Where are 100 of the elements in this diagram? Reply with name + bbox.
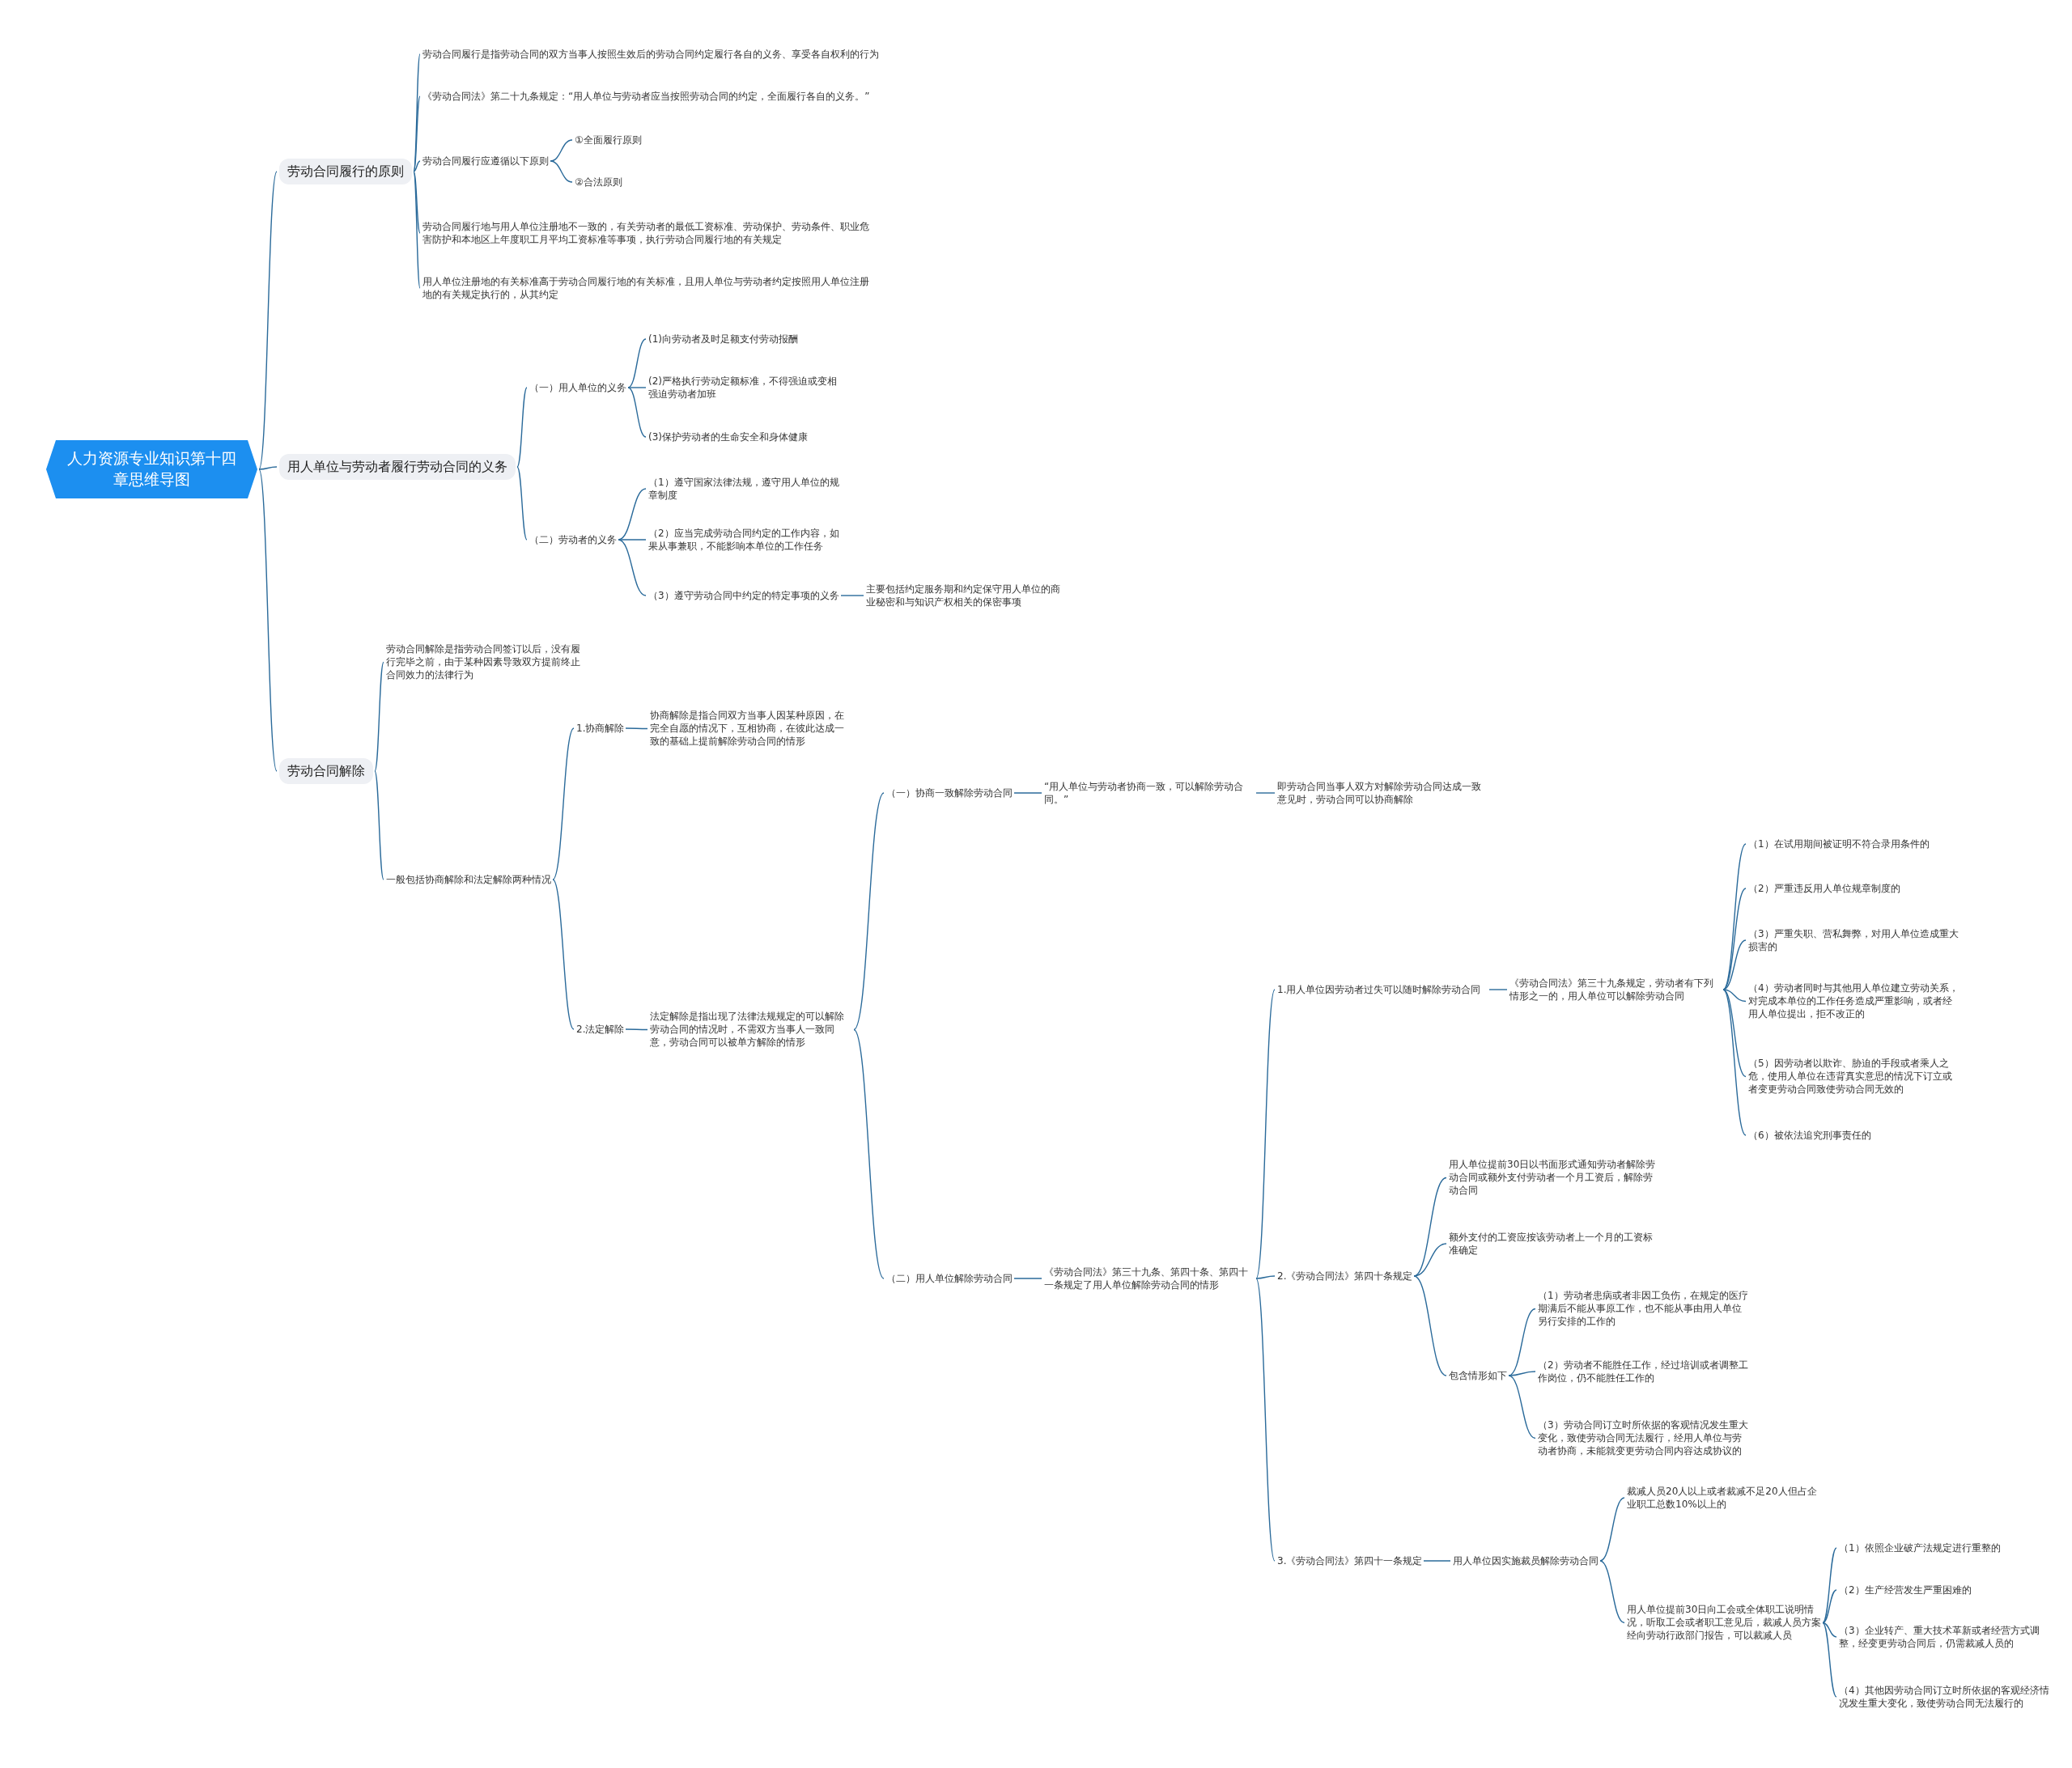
subtopic-text: 1.协商解除 <box>576 722 625 736</box>
connector-line <box>413 171 421 234</box>
subtopic-text: （4）其他因劳动合同订立时所依据的客观经济情况发生重大变化，致使劳动合同无法履行的 <box>1839 1684 2051 1711</box>
connector-line <box>1013 792 1042 794</box>
subtopic-text: 协商解除是指合同双方当事人因某种原因，在完全自愿的情况下，互相协商，在彼此达成一致的基础上提前解除劳动合同的情形 <box>650 708 852 748</box>
subtopic-text: 1.用人单位因劳动者过失可以随时解除劳动合同 <box>1277 983 1488 997</box>
connector-line <box>374 661 384 772</box>
connector-line <box>1822 1547 1837 1624</box>
connector-line <box>1722 843 1747 990</box>
subtopic-text: （3）劳动合同订立时所依据的客观情况发生重大变化，致使劳动合同无法履行，经用人单位与劳动者协商，未能就变更劳动合同内容达成协议的 <box>1538 1418 1750 1458</box>
subtopic-text: （6）被依法追究刑事责任的 <box>1748 1129 1871 1143</box>
connector-line <box>552 879 575 1030</box>
subtopic-text: ①全面履行原则 <box>575 134 642 147</box>
subtopic-text: “用人单位与劳动者协商一致，可以解除劳动合同。” <box>1044 780 1255 807</box>
subtopic-text: 法定解除是指出现了法律法规规定的可以解除劳动合同的情况时，不需双方当事人一致同意，劳动合同可以被单方解除的情形 <box>650 1009 852 1049</box>
subtopic-text: 劳动合同履行应遵循以下原则 <box>422 155 549 168</box>
connector-line <box>374 770 384 880</box>
connector-line <box>1255 1278 1276 1562</box>
connector-line <box>1255 792 1276 794</box>
subtopic-text: （二）用人单位解除劳动合同 <box>886 1272 1013 1286</box>
subtopic-text: （4）劳动者同时与其他用人单位建立劳动关系，对完成本单位的工作任务造成严重影响，或者经用人单位提出，拒不改正的 <box>1748 981 1960 1021</box>
subtopic-text: （1）遵守国家法律法规，遵守用人单位的规章制度 <box>648 476 839 502</box>
connector-line <box>627 387 647 438</box>
subtopic-text: 《劳动合同法》第三十九条规定，劳动者有下列情形之一的，用人单位可以解除劳动合同 <box>1509 977 1722 1003</box>
connector-line <box>550 160 573 183</box>
subtopic-text: 2.《劳动合同法》第四十条规定 <box>1277 1270 1413 1283</box>
subtopic-text: 《劳动合同法》第三十九条、第四十条、第四十一条规定了用人单位解除劳动合同的情形 <box>1044 1266 1255 1292</box>
connector-line <box>1599 1497 1625 1562</box>
connector-line <box>1488 989 1508 990</box>
subtopic-text: 用人单位因实施裁员解除劳动合同 <box>1453 1554 1599 1568</box>
connector-line <box>258 468 278 772</box>
connector-line <box>625 727 648 730</box>
subtopic-text: 额外支付的工资应按该劳动者上一个月的工资标准确定 <box>1449 1231 1661 1257</box>
connector-line <box>1413 1243 1447 1277</box>
subtopic-text: （1）依照企业破产法规定进行重整的 <box>1839 1541 2001 1555</box>
subtopic-text: ②合法原则 <box>575 176 622 189</box>
subtopic-text: 即劳动合同当事人双方对解除劳动合同达成一致意见时，劳动合同可以协商解除 <box>1277 780 1488 807</box>
connector-line <box>1822 1589 1837 1624</box>
subtopic-text: （一）协商一致解除劳动合同 <box>886 786 1013 800</box>
subtopic-text: (2)严格执行劳动定额标准，不得强迫或变相强迫劳动者加班 <box>648 375 839 401</box>
connector-line <box>1722 989 1747 1003</box>
connector-line <box>853 792 885 1031</box>
subtopic-text: 一般包括协商解除和法定解除两种情况 <box>386 873 551 887</box>
connector-line <box>1255 989 1276 1279</box>
connector-line <box>1413 1275 1447 1376</box>
subtopic-text: （5）因劳动者以欺诈、胁迫的手段或者乘人之危，使用人单位在违背真实意思的情况下订立或者变更劳动合同致使劳动合同无效的 <box>1748 1056 1960 1096</box>
connector-line <box>552 727 575 880</box>
subtopic-text: 劳动合同履行地与用人单位注册地不一致的，有关劳动者的最低工资标准、劳动保护、劳动条件、职业危害防护和本地区上年度职工月平均工资标准等事项，执行劳动合同履行地的有关规定 <box>422 220 876 247</box>
connector-line <box>627 387 647 388</box>
connector-line <box>618 539 647 596</box>
connector-line <box>550 139 573 162</box>
subtopic-text: （3）企业转产、重大技术革新或者经营方式调整，经变更劳动合同后，仍需裁减人员的 <box>1839 1624 2051 1651</box>
main-topic: 劳动合同履行的原则 <box>279 159 412 184</box>
connector-line <box>516 387 528 468</box>
main-topic: 用人单位与劳动者履行劳动合同的义务 <box>279 454 516 480</box>
subtopic-text: （1）在试用期间被证明不符合录用条件的 <box>1748 837 1930 851</box>
connector-line <box>1508 1375 1536 1439</box>
connector-line <box>1822 1622 1837 1638</box>
connector-line <box>1722 989 1747 1136</box>
connector-line <box>413 95 421 172</box>
connector-line <box>1722 989 1747 1078</box>
connector-line <box>258 466 278 470</box>
central-topic: 人力资源专业知识第十四章思维导图 <box>46 440 257 498</box>
connector-line <box>1822 1622 1837 1698</box>
subtopic-text: 3.《劳动合同法》第四十一条规定 <box>1277 1554 1423 1568</box>
subtopic-text: 《劳动合同法》第二十九条规定：“用人单位与劳动者应当按照劳动合同的约定，全面履行各自的义务。” <box>422 90 870 104</box>
subtopic-text: 裁减人员20人以上或者裁减不足20人但占企业职工总数10%以上的 <box>1627 1485 1821 1511</box>
connector-line <box>1508 1371 1536 1376</box>
connector-line <box>1255 1275 1276 1279</box>
subtopic-text: (3)保护劳动者的生命安全和身体健康 <box>648 430 808 444</box>
subtopic-text: （3）遵守劳动合同中约定的特定事项的义务 <box>648 589 839 603</box>
connector-line <box>618 539 647 541</box>
connector-line <box>516 466 528 541</box>
subtopic-text: （1）劳动者患病或者非因工负伤，在规定的医疗期满后不能从事原工作，也不能从事由用人单位另行安排的工作的 <box>1538 1288 1750 1329</box>
connector-line <box>413 171 421 289</box>
connector-line <box>1599 1560 1625 1624</box>
subtopic-text: 用人单位注册地的有关标准高于劳动合同履行地的有关标准，且用人单位与劳动者约定按照用人单位注册地的有关规定执行的，从其约定 <box>422 275 876 302</box>
subtopic-text: 劳动合同履行是指劳动合同的双方当事人按照生效后的劳动合同约定履行各自的义务、享受各自权利的行为 <box>422 48 879 61</box>
subtopic-text: 用人单位提前30日以书面形式通知劳动者解除劳动合同或额外支付劳动者一个月工资后，解除劳动合同 <box>1449 1157 1661 1198</box>
connector-line <box>258 171 278 470</box>
connector-line <box>1508 1308 1536 1376</box>
connector-line <box>1423 1560 1451 1562</box>
connector-line <box>413 53 421 172</box>
connector-line <box>840 595 864 596</box>
main-topic: 劳动合同解除 <box>279 758 373 784</box>
subtopic-text: （2）严重违反用人单位规章制度的 <box>1748 882 1900 896</box>
subtopic-text: （二）劳动者的义务 <box>529 533 617 547</box>
connector-line <box>413 160 421 172</box>
connector-line <box>1013 1278 1042 1279</box>
subtopic-text: （2）劳动者不能胜任工作，经过培训或者调整工作岗位，仍不能胜任工作的 <box>1538 1359 1750 1385</box>
subtopic-text: （3）严重失职、营私舞弊，对用人单位造成重大损害的 <box>1748 927 1960 954</box>
subtopic-text: 主要包括约定服务期和约定保守用人单位的商业秘密和与知识产权相关的保密事项 <box>866 583 1068 609</box>
subtopic-text: 2.法定解除 <box>576 1023 625 1037</box>
subtopic-text: 劳动合同解除是指劳动合同签订以后，没有履行完毕之前，由于某种因素导致双方提前终止合同效力的法律行为 <box>386 642 588 682</box>
connector-line <box>625 1028 648 1031</box>
connector-line <box>627 338 647 388</box>
subtopic-text: （2）应当完成劳动合同约定的工作内容，如果从事兼职，不能影响本单位的工作任务 <box>648 527 839 553</box>
subtopic-text: 包含情形如下 <box>1449 1369 1507 1383</box>
subtopic-text: （一）用人单位的义务 <box>529 381 626 395</box>
connector-line <box>1413 1177 1447 1277</box>
